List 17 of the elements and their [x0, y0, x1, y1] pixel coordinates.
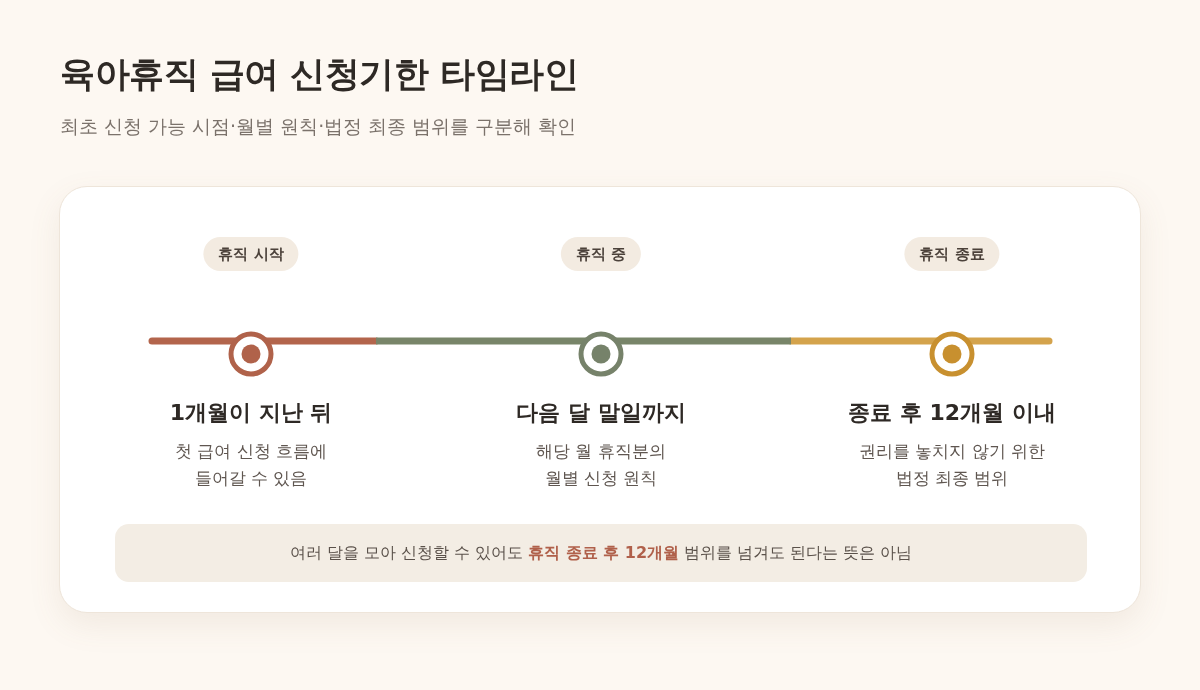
phase-tag: 휴직 시작: [203, 237, 299, 271]
subtitle: 최초 신청 가능 시점·월별 원칙·법정 최종 범위를 구분해 확인: [60, 114, 577, 139]
milestone-heading: 1개월이 지난 뒤: [169, 400, 333, 426]
note-panel: [115, 524, 1087, 582]
timeline-card: [59, 186, 1141, 613]
milestone-description: 권리를 놓치지 않기 위한 법정 최종 범위: [857, 440, 1047, 490]
milestone-heading: 다음 달 말일까지: [516, 400, 686, 426]
ring-marker-icon: [228, 331, 274, 377]
phase-tag: 휴직 종료: [904, 237, 1000, 271]
note-text: 여러 달을 모아 신청할 수 있어도 휴직 종료 후 12개월 범위를 넘겨도 된다는 뜻은 아님: [289, 542, 913, 564]
milestone-description: 첫 급여 신청 흐름에 들어갈 수 있음: [173, 440, 329, 490]
ring-marker-icon: [578, 331, 624, 377]
milestone-heading: 종료 후 12개월 이내: [848, 400, 1056, 426]
page-title: 육아휴직 급여 신청기한 타임라인: [60, 53, 579, 96]
phase-tag: 휴직 중: [560, 237, 642, 271]
ring-marker-icon: [929, 331, 975, 377]
milestone-description: 해당 월 휴직분의 월별 신청 원칙: [535, 440, 667, 490]
